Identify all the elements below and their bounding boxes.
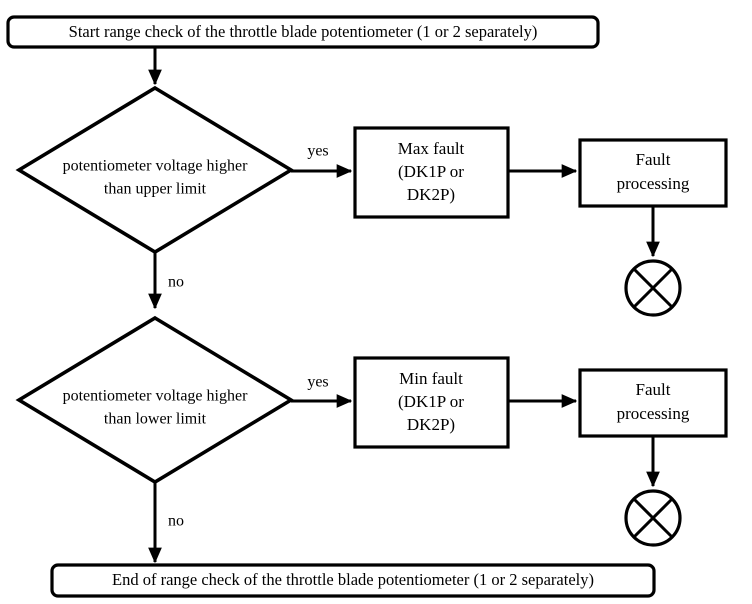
decision-upper-diamond-shape (15, 85, 295, 255)
node-decision-lower[interactable]: potentiometer voltage higher than lower … (15, 315, 295, 485)
start-terminal-shape (6, 15, 600, 49)
fault-processing-upper-box-shape (578, 138, 728, 208)
node-fault-processing-lower[interactable]: Fault processing (578, 368, 728, 438)
end-terminal-label: End of range check of the throttle blade… (112, 570, 594, 589)
decision-lower-label-line1: potentiometer voltage higher (63, 388, 249, 405)
fault-processing-upper-label-line2: processing (617, 174, 690, 193)
min-fault-label-line2: (DK1P or (398, 392, 464, 411)
decision-lower-label-line2: than lower limit (104, 411, 207, 428)
min-fault-label-line1: Min fault (399, 369, 463, 388)
edge-label-upper-no: no (168, 274, 184, 291)
edge-label-lower-no: no (168, 513, 184, 530)
fault-processing-upper-label-line1: Fault (636, 150, 671, 169)
fault-processing-lower-box-shape (578, 368, 728, 438)
fault-processing-lower-label-line2: processing (617, 404, 690, 423)
end-terminal-shape (50, 563, 656, 598)
node-max-fault[interactable]: Max fault (DK1P or DK2P) (353, 126, 510, 219)
min-fault-box-shape (353, 356, 510, 449)
edge-label-upper-yes: yes (307, 143, 328, 160)
decision-lower-diamond-shape (15, 315, 295, 485)
terminator-upper-cross-line-b (632, 267, 674, 309)
node-fault-processing-upper[interactable]: Fault processing (578, 138, 728, 208)
decision-upper-label-line2: than upper limit (104, 181, 207, 198)
max-fault-label-line1: Max fault (398, 139, 465, 158)
node-start[interactable]: Start range check of the throttle blade … (6, 15, 600, 49)
node-terminator-upper[interactable] (624, 259, 682, 317)
min-fault-label-line3: DK2P) (407, 415, 455, 434)
terminator-lower-cross-line-b (632, 497, 674, 539)
decision-upper-label-line1: potentiometer voltage higher (63, 158, 249, 175)
max-fault-label-line3: DK2P) (407, 185, 455, 204)
start-terminal-label: Start range check of the throttle blade … (69, 22, 538, 41)
max-fault-box-shape (353, 126, 510, 219)
connector-group (148, 47, 660, 564)
node-decision-upper[interactable]: potentiometer voltage higher than upper … (15, 85, 295, 255)
max-fault-label-line2: (DK1P or (398, 162, 464, 181)
node-end[interactable]: End of range check of the throttle blade… (50, 563, 656, 598)
node-terminator-lower[interactable] (624, 489, 682, 547)
node-min-fault[interactable]: Min fault (DK1P or DK2P) (353, 356, 510, 449)
fault-processing-lower-label-line1: Fault (636, 380, 671, 399)
edge-label-lower-yes: yes (307, 374, 328, 391)
